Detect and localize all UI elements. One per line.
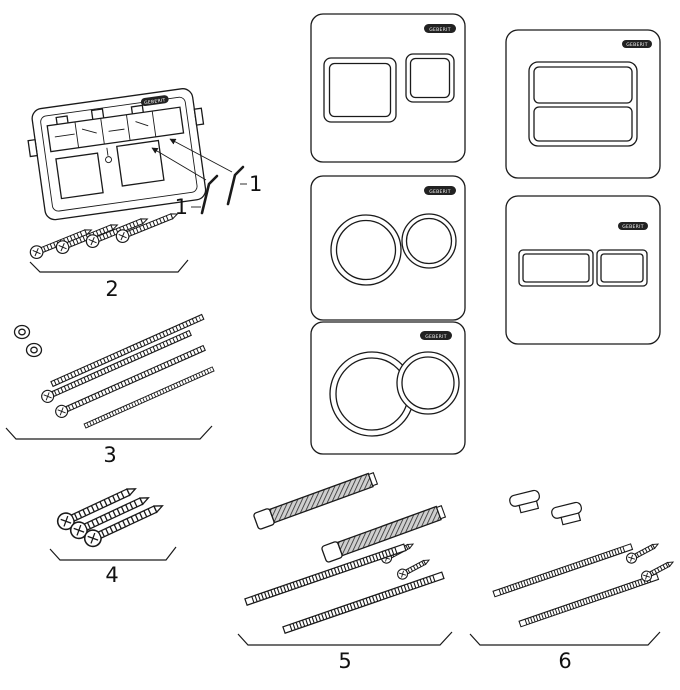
flush-plate-two-round-buttons: GEBERIT: [310, 175, 466, 321]
screw-set-4: [55, 481, 166, 549]
geberit-logo: GEBERIT: [424, 24, 456, 33]
rod-set-3: [13, 315, 215, 429]
geberit-logo-text: GEBERIT: [622, 224, 644, 230]
geberit-logo-text: GEBERIT: [144, 97, 166, 106]
geberit-logo: GEBERIT: [424, 186, 456, 195]
geberit-logo: GEBERIT: [140, 95, 169, 106]
fastening-pin-icon: [200, 174, 219, 215]
geberit-logo: GEBERIT: [622, 40, 652, 48]
geberit-logo-text: GEBERIT: [425, 334, 447, 340]
flush-plate-two-bar-buttons: GEBERIT: [505, 195, 661, 345]
geberit-logo-text: GEBERIT: [429, 189, 451, 195]
flush-plate-rocker-buttons: GEBERIT: [505, 29, 661, 179]
part-label-6: 6: [558, 649, 571, 673]
flush-plate-two-square-buttons: GEBERIT: [310, 13, 466, 163]
geberit-logo-text: GEBERIT: [429, 27, 451, 33]
part-label-4: 4: [105, 563, 118, 587]
geberit-logo: GEBERIT: [618, 222, 648, 230]
part-label-3: 3: [103, 443, 116, 467]
mounting-frame: GEBERIT: [27, 88, 207, 221]
part-label-1-right: 1: [249, 172, 262, 196]
brace-3: [5, 425, 213, 440]
brace-4: [49, 546, 177, 561]
geberit-logo: GEBERIT: [420, 331, 452, 340]
part-label-2: 2: [105, 277, 118, 301]
fastening-pin-icon: [226, 165, 245, 206]
geberit-logo-text: GEBERIT: [626, 42, 648, 48]
fastening-pins: [191, 165, 247, 215]
part-label-5: 5: [338, 649, 351, 673]
washer-icon: [13, 324, 31, 340]
brace-2: [29, 259, 189, 273]
actuator-clip-set-6: [493, 488, 675, 626]
brace-5: [237, 631, 453, 646]
flush-plate-overlapping-round-buttons: GEBERIT: [310, 321, 466, 455]
leader-lines-part1: [151, 138, 233, 181]
washer-icon: [25, 342, 43, 358]
actuator-rod-set-5: [245, 469, 446, 633]
part-label-1-left: 1: [175, 195, 188, 219]
brace-6: [469, 631, 661, 646]
